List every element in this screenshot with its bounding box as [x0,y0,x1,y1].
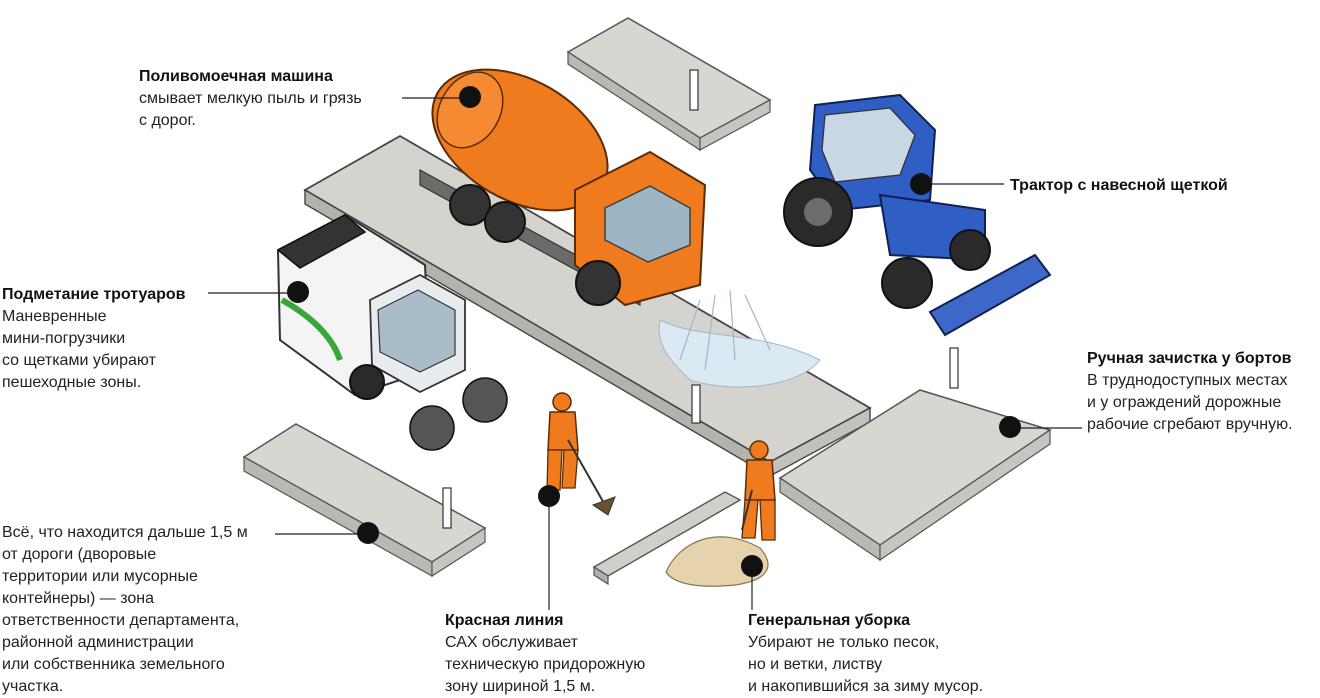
callout-manual: Ручная зачистка у бортов В труднодоступн… [1087,348,1317,436]
callout-sidewalk-text: Маневренные мини-погрузчики со щетками у… [2,308,156,391]
callout-redline: Красная линия САХ обслуживает техническу… [445,610,705,698]
callout-washer-title: Поливомоечная машина [139,68,333,85]
callout-general-text: Убирают не только песок, но и ветки, лис… [748,634,984,695]
curb-slab-left [242,423,487,578]
callout-sidewalk: Подметание тротуаров Маневренные мини-по… [2,284,222,394]
marker-manual [999,416,1021,438]
callout-general: Генеральная уборка Убирают не только пес… [748,610,1038,698]
marker-beyond [357,522,379,544]
curb-slab-right [778,347,1052,562]
callout-redline-text: САХ обслуживает техническую придорожную … [445,634,646,695]
curb-slab-top [566,17,772,152]
callout-tractor: Трактор с навесной щеткой [1010,175,1270,197]
callout-manual-title: Ручная зачистка у бортов [1087,350,1292,367]
callout-beyond-text: Всё, что находится дальше 1,5 м от дорог… [2,524,248,695]
marker-redline [538,485,560,507]
callout-beyond: Всё, что находится дальше 1,5 м от дорог… [2,522,282,698]
marker-sidewalk [287,281,309,303]
curb-stone-bottom [592,491,742,586]
callout-washer-text: смывает мелкую пыль и грязь с дорог. [139,90,362,129]
callout-sidewalk-title: Подметание тротуаров [2,286,186,303]
worker-broom [546,392,616,516]
callout-manual-text: В труднодоступных местах и у ограждений … [1087,372,1293,433]
tractor [783,93,1052,337]
marker-tractor [910,173,932,195]
callout-markers [287,86,1021,577]
callout-general-title: Генеральная уборка [748,612,910,629]
callout-washer: Поливомоечная машина смывает мелкую пыль… [139,66,439,132]
marker-general [741,555,763,577]
callout-tractor-title: Трактор с навесной щеткой [1010,177,1228,194]
sidewalk-sweeper [276,213,508,451]
leader-lines [208,97,1082,610]
sand-pile [665,536,769,587]
marker-washer [459,86,481,108]
worker-shovel [741,440,776,541]
callout-redline-title: Красная линия [445,612,564,629]
